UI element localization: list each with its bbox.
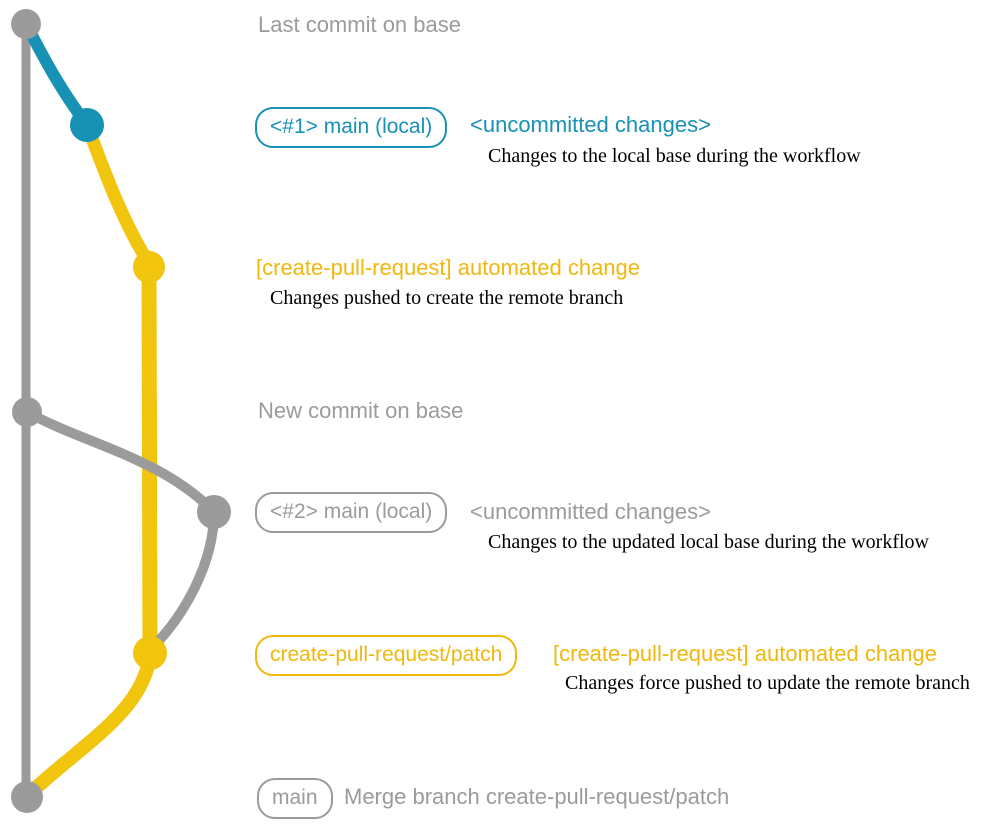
commit-message-automated-change-1: [create-pull-request] automated change [256,255,641,280]
commit-dot-local-main-1 [70,108,104,142]
patch-branch-merge-line [21,649,157,802]
commit-dot-merge [11,781,43,813]
branch-badge-main-local-1: <#1> main (local) [255,107,448,149]
branch-badge-main-final: main [257,778,333,820]
branch-badge-create-pull-request-patch: create-pull-request/patch [255,635,518,677]
commit-description-2: Changes pushed to create the remote bran… [270,287,624,309]
commit-description-4: Changes force pushed to update the remot… [565,672,970,694]
commit-dot-local-main-2 [197,495,231,529]
local-main2-to-patch-line [147,507,219,653]
commit-dot-last-base [11,9,41,39]
commit-message-uncommitted-2: <uncommitted changes> [470,499,711,524]
commit-description-3: Changes to the updated local base during… [488,531,929,553]
annotation-new-commit-on-base: New commit on base [258,398,464,423]
commit-message-uncommitted-1: <uncommitted changes> [470,112,711,137]
commit-dot-new-base [12,397,42,427]
commit-description-1: Changes to the local base during the wor… [488,145,861,167]
commit-message-merge: Merge branch create-pull-request/patch [344,784,730,809]
branch-badge-main-local-2: <#2> main (local) [255,492,448,534]
annotation-last-commit-on-base: Last commit on base [258,12,461,37]
commit-message-automated-change-2: [create-pull-request] automated change [553,641,938,666]
commit-dot-patch-2 [133,636,167,670]
commit-dot-patch-1 [133,251,165,283]
patch-branch-line-vertical [141,263,158,651]
patch-branch-line-upper [80,118,154,267]
local-main-branch-line [20,18,93,131]
local-main2-branch-line [22,407,219,517]
